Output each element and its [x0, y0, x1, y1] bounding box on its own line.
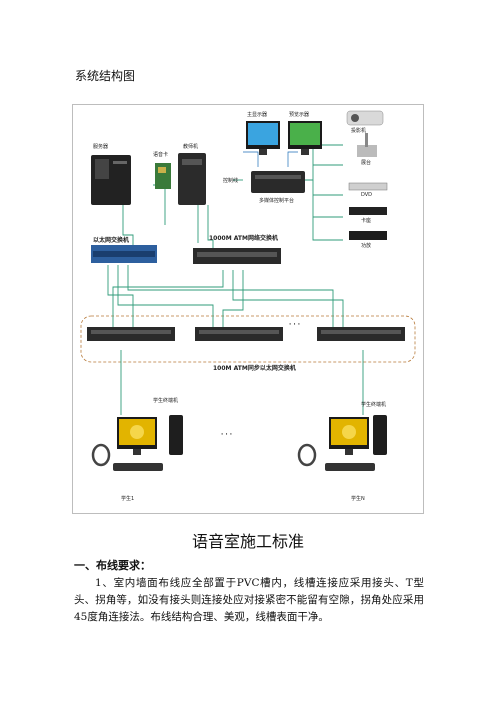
- label-voice-card: 语音卡: [153, 152, 169, 158]
- label-server: 服务器: [93, 144, 109, 150]
- dvd-player: [348, 182, 388, 191]
- section-title: 语音室施工标准: [191, 532, 304, 551]
- diagram-svg: [80, 110, 416, 471]
- control-cables: [243, 151, 298, 167]
- ethernet-switch: [91, 245, 157, 263]
- cables: [107, 144, 364, 415]
- power-amp: [349, 231, 387, 240]
- document-camera: [357, 133, 377, 157]
- projector: [346, 110, 384, 126]
- voice-card: [155, 163, 171, 189]
- label-student-terminal-n: 学生终端机: [361, 402, 387, 408]
- label-group-ellipsis: · · ·: [289, 321, 301, 328]
- label-booth: 展台: [361, 160, 372, 166]
- label-ethernet-switch: 以太网交换机: [93, 237, 130, 244]
- teacher-pc: [178, 153, 206, 205]
- switch-group-outline: [80, 315, 416, 363]
- sub-heading: 一、布线要求：: [74, 559, 151, 572]
- student-station-n: [297, 415, 387, 471]
- sync-switch-2: [195, 327, 283, 341]
- student-station-1: [91, 415, 183, 471]
- label-student-n: 学生N: [351, 496, 365, 502]
- label-control-line: 控制线: [223, 178, 239, 184]
- label-power-amp: 功放: [361, 243, 372, 249]
- sync-switch-3: [317, 327, 405, 341]
- server-tower: [91, 155, 131, 205]
- main-display: [246, 121, 280, 155]
- label-student-terminal-1: 学生终端机: [153, 398, 179, 404]
- body-paragraph: 1、室内墙面布线应全部置于PVC槽内，线槽连接应采用接头、T型头、拐角等，如没有…: [74, 577, 424, 623]
- label-teacher-pc: 教师机: [183, 144, 199, 150]
- label-projector: 投影机: [351, 128, 367, 134]
- label-dvd: DVD: [361, 192, 373, 198]
- tape-deck: [349, 207, 387, 215]
- label-preview-display: 预览示器: [289, 112, 310, 118]
- system-diagram: 服务器 语音卡 教师机 主显示器 预览示器 投影机 展台 DVD 卡座 功放 控…: [72, 104, 424, 514]
- label-main-display: 主显示器: [247, 112, 268, 118]
- atm-switch: [193, 248, 281, 264]
- label-station-ellipsis: · · ·: [221, 431, 233, 438]
- label-media-console: 多媒体控制平台: [259, 198, 295, 204]
- sync-switch-1: [87, 327, 175, 341]
- label-atm-switch: 1000M ATM网络交换机: [209, 235, 279, 242]
- media-console: [251, 171, 305, 193]
- preview-display: [288, 121, 322, 155]
- label-student-1: 学生1: [121, 496, 135, 502]
- label-tape: 卡座: [361, 218, 372, 224]
- doc-heading: 系统结构图: [75, 69, 136, 83]
- label-sync-switch: 100M ATM同步以太网交换机: [213, 365, 296, 372]
